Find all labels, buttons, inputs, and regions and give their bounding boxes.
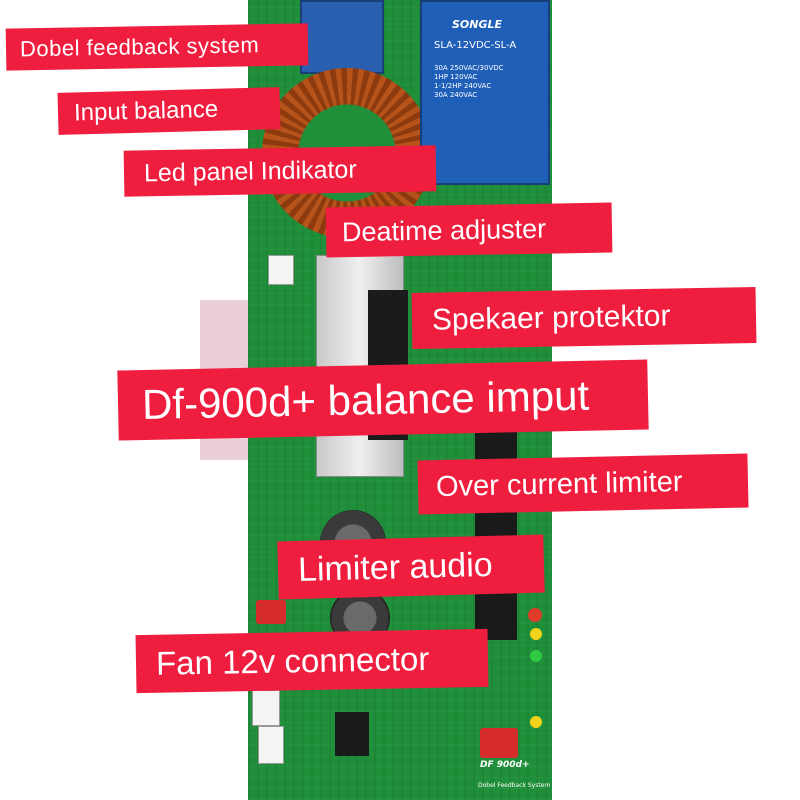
relay-rating-line: 30A 250VAC/30VDC — [434, 64, 504, 72]
board-model-text: DF 900d+ — [480, 760, 530, 770]
label-limiter-audio: Limiter audio — [277, 534, 545, 600]
input-connector — [268, 255, 294, 285]
label-df-900d-balance-imput: Df-900d+ balance imput — [117, 359, 649, 441]
trimmer — [256, 600, 286, 624]
relay-rating-line: 1-1/2HP 240VAC — [434, 82, 492, 90]
label-dobel-feedback-system: Dobel feedback system — [5, 23, 309, 71]
trimmer — [480, 728, 518, 758]
relay-rating-line: 1HP 120VAC — [434, 73, 478, 81]
relay-brand: SONGLE — [452, 18, 503, 31]
relay-rating-line: 30A 240VAC — [434, 91, 478, 99]
led-yellow — [530, 628, 542, 640]
label-deatime-adjuster: Deatime adjuster — [325, 202, 613, 258]
led-yellow — [530, 716, 542, 728]
label-fan-12v-connector: Fan 12v connector — [135, 628, 489, 694]
ic-chip-small — [335, 712, 369, 756]
led-green — [530, 650, 542, 662]
board-subtitle-text: Dobel Feedback System — [478, 782, 551, 789]
label-spekaer-protektor: Spekaer protektor — [411, 287, 757, 349]
transformer — [300, 0, 384, 74]
fan-connector — [252, 690, 280, 726]
led-red — [528, 608, 542, 622]
relay-model: SLA-12VDC-SL-A — [434, 40, 517, 51]
label-input-balance: Input balance — [57, 87, 281, 135]
label-led-panel-indikator: Led panel Indikator — [123, 145, 437, 197]
relay-rating: 30A 250VAC/30VDC 1HP 120VAC 1-1/2HP 240V… — [434, 64, 504, 100]
relay: SONGLE SLA-12VDC-SL-A 30A 250VAC/30VDC 1… — [420, 0, 550, 185]
connector — [258, 726, 284, 764]
label-over-current-limiter: Over current limiter — [417, 453, 749, 515]
